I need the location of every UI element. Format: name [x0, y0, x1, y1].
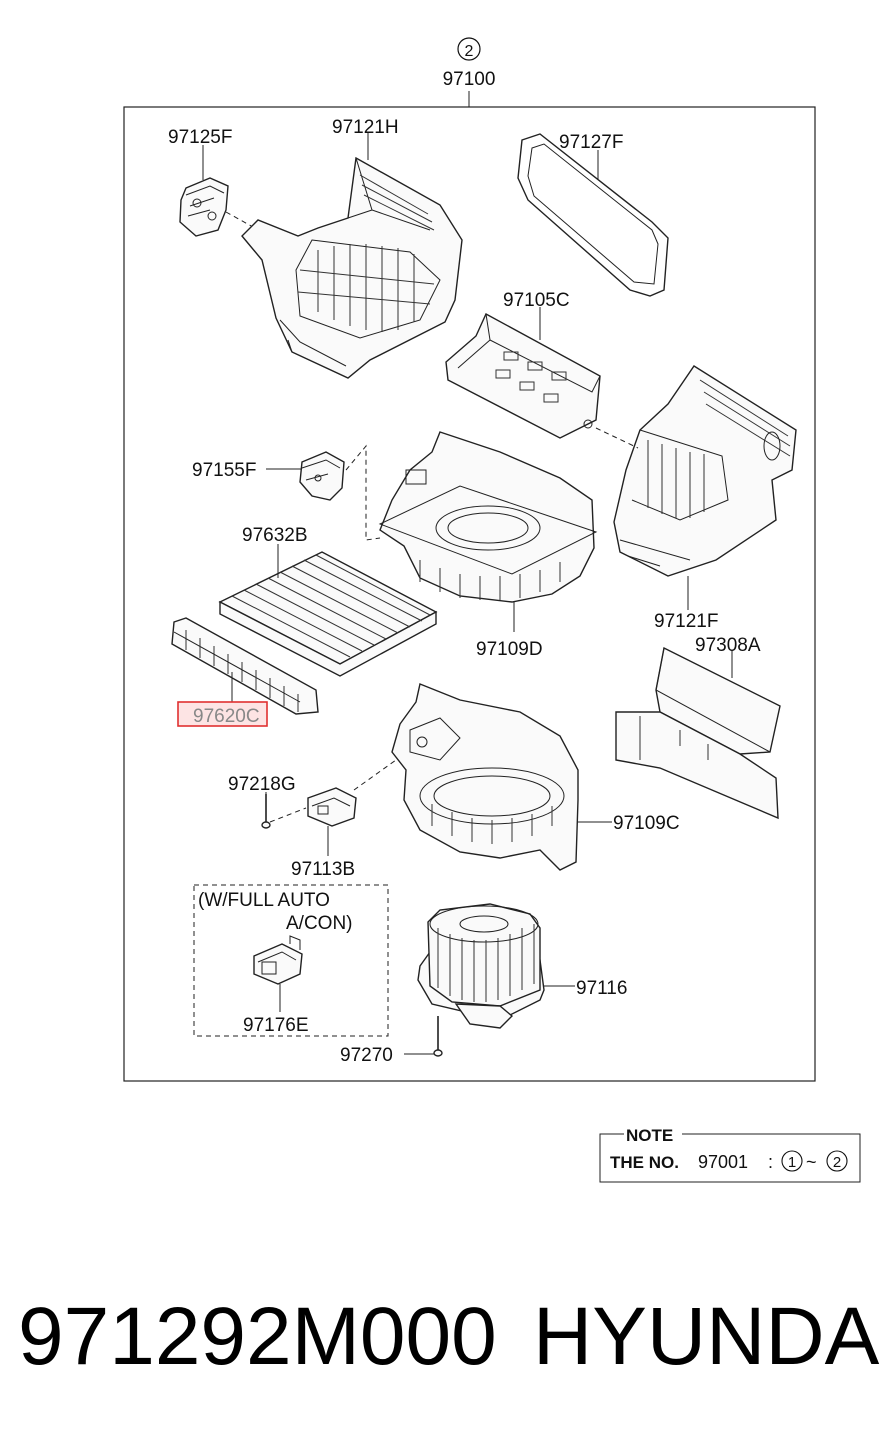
- blower-housing-97109D[interactable]: [378, 431, 598, 603]
- footer-part-number: 971292M000: [18, 1291, 497, 1382]
- note-to-circle: [826, 1150, 848, 1172]
- panel-97308A[interactable]: [615, 646, 781, 820]
- note-box: [599, 1133, 861, 1183]
- actuator-97155F[interactable]: [299, 451, 345, 501]
- callout-97218G: 97218G: [228, 774, 296, 795]
- callout-97105C: 97105C: [503, 290, 570, 311]
- screw-97270[interactable]: [433, 1016, 443, 1057]
- callout-97113B: 97113B: [291, 859, 355, 880]
- callout-97155F: 97155F: [192, 460, 256, 481]
- note-from-circle: [781, 1150, 803, 1172]
- note-prefix: THE NO.: [610, 1153, 679, 1172]
- option-box-line2: A/CON): [286, 913, 353, 934]
- actuator-97125F[interactable]: [179, 177, 229, 237]
- option-box: [193, 884, 389, 1037]
- footer-brand: HYUNDAI: [533, 1291, 886, 1382]
- note-from: 1: [788, 1154, 796, 1171]
- callout-97116: 97116: [576, 978, 627, 999]
- callout-97270: 97270: [340, 1045, 393, 1066]
- note-to: 2: [833, 1154, 841, 1171]
- note-title: NOTE: [626, 1126, 673, 1145]
- screw-97218G[interactable]: [261, 794, 271, 829]
- gasket-97127F[interactable]: [517, 133, 669, 297]
- filter-cover-97620C[interactable]: [171, 617, 319, 715]
- callout-97620C[interactable]: 97620C: [193, 706, 260, 727]
- highlight-box-97620C: [177, 701, 268, 727]
- evaporator-97105C[interactable]: [445, 313, 601, 439]
- assembly-circle-marker: [457, 37, 481, 61]
- callout-97109D: 97109D: [476, 639, 543, 660]
- note-tilde: ~: [806, 1152, 817, 1172]
- note-range-part: 97001: [698, 1152, 748, 1172]
- note-colon: :: [768, 1152, 773, 1172]
- duct-case-97121F[interactable]: [613, 365, 797, 577]
- cabin-filter-97632B[interactable]: [218, 551, 438, 677]
- callout-97121H: 97121H: [332, 117, 399, 138]
- assembly-marker-number: 2: [465, 43, 474, 60]
- duct-case-97121H[interactable]: [241, 156, 463, 379]
- callout-97632B: 97632B: [242, 525, 308, 546]
- callout-97127F: 97127F: [559, 132, 623, 153]
- callout-97125F: 97125F: [168, 127, 232, 148]
- callout-97308A: 97308A: [695, 635, 761, 656]
- blower-motor-97116[interactable]: [417, 903, 545, 1029]
- callout-97121F: 97121F: [654, 611, 718, 632]
- blower-housing-97109C[interactable]: [391, 683, 579, 871]
- module-97176E[interactable]: [253, 935, 303, 985]
- assembly-frame: [123, 106, 816, 1082]
- resistor-97113B[interactable]: [307, 787, 357, 827]
- callout-97109C: 97109C: [613, 813, 680, 834]
- assembly-part-number: 97100: [443, 69, 496, 90]
- footer: 971292M000 HYUNDAI: [0, 1290, 886, 1400]
- option-box-line1: (W/FULL AUTO: [198, 890, 330, 911]
- callout-97176E: 97176E: [243, 1015, 309, 1036]
